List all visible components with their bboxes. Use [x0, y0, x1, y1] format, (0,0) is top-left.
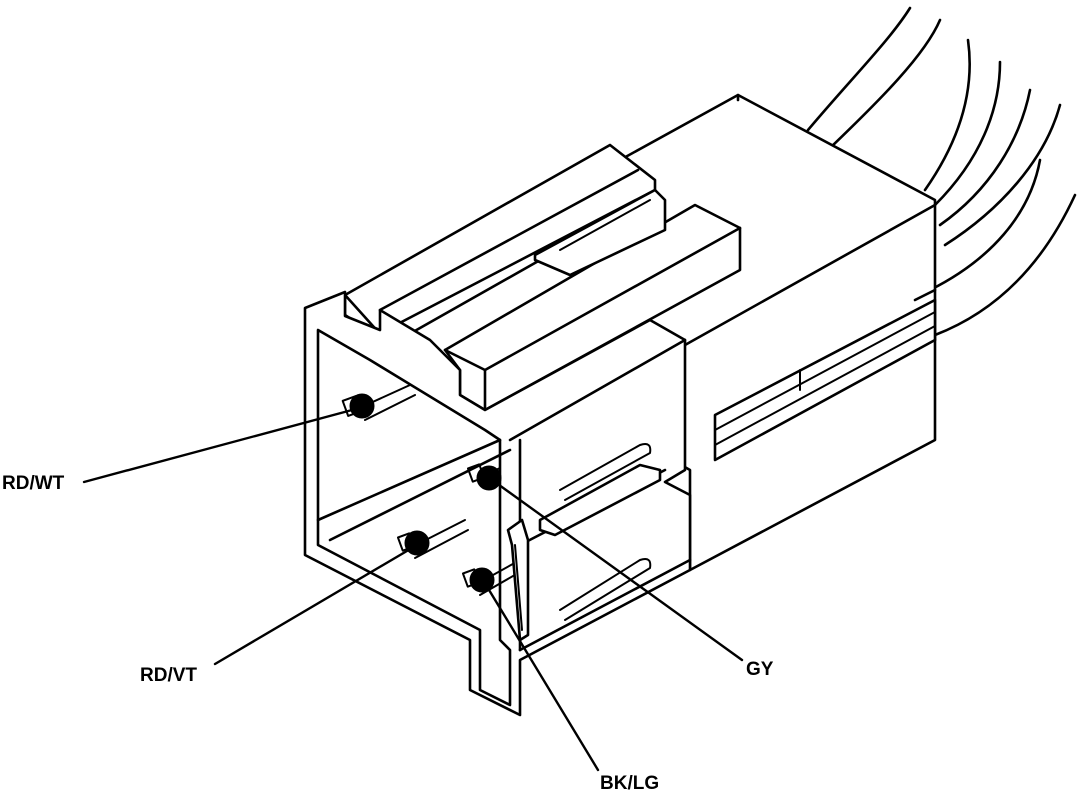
top-ribs: [343, 143, 742, 412]
pin-gy: [476, 465, 502, 491]
leader-bk-lg: [484, 583, 600, 772]
leader-rd-wt: [82, 408, 354, 484]
pin-rd-wt: [349, 393, 375, 419]
pin-rd-vt: [404, 530, 430, 556]
label-rd-wt: RD/WT: [2, 473, 65, 494]
label-rd-vt: RD/VT: [140, 665, 197, 686]
wire-bundle: [806, 6, 1077, 337]
leader-lines: [82, 408, 744, 772]
pin-bk-lg: [469, 567, 495, 593]
leader-gy: [493, 480, 744, 662]
label-gy: GY: [746, 659, 774, 680]
label-bk-lg: BK/LG: [600, 773, 660, 794]
leader-rd-vt: [213, 546, 414, 666]
front-housing: [303, 290, 692, 717]
